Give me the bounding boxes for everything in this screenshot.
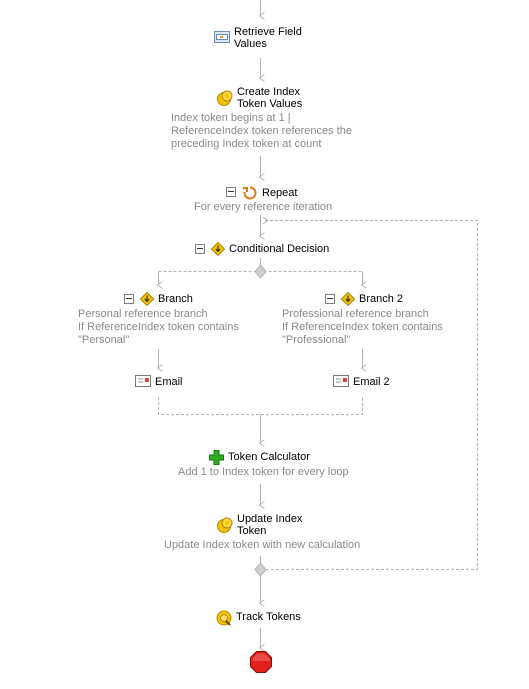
activity-title: Track Tokens (236, 611, 301, 623)
update-token-description: Update Index token with new calculation (164, 539, 361, 551)
activity-title: Conditional Decision (229, 243, 330, 255)
form-field-icon (214, 31, 230, 46)
activity-title: Branch 2 (359, 293, 404, 305)
branch-activity[interactable]: Branch (124, 291, 193, 309)
conditional-decision-activity[interactable]: Conditional Decision (195, 241, 330, 259)
activity-title: Branch (158, 293, 193, 305)
collapse-icon[interactable] (124, 294, 134, 304)
description-line: If ReferenceIndex token contains (282, 321, 443, 333)
activity-title-line2: Values (234, 38, 267, 50)
activity-title: Token Calculator (228, 451, 310, 463)
description-line: ReferenceIndex token references the (171, 125, 353, 137)
email-icon (333, 375, 349, 390)
track-token-icon (216, 610, 232, 629)
workflow-end[interactable] (250, 651, 272, 676)
description-line: Personal reference branch (78, 308, 208, 320)
description-line: Professional reference branch (282, 308, 429, 320)
email-icon (135, 375, 151, 390)
activity-title: Update Index (237, 513, 303, 525)
repeat-description: For every reference iteration (194, 201, 333, 213)
collapse-icon[interactable] (325, 294, 335, 304)
activity-title-line2: Token (237, 525, 267, 537)
branch-description: Personal reference branch If ReferenceIn… (78, 308, 239, 347)
activity-title: Create Index (237, 86, 300, 98)
collapse-icon[interactable] (226, 187, 236, 197)
branch-2-activity[interactable]: Branch 2 (325, 291, 404, 309)
decision-diamond-icon (340, 291, 356, 309)
token-calculator-description: Add 1 to Index token for every loop (178, 466, 349, 478)
email-2-activity[interactable]: Email 2 (333, 375, 390, 390)
activity-title: Repeat (262, 187, 298, 199)
description-line: Index token begins at 1 | (171, 112, 291, 124)
stop-octagon-icon (250, 651, 272, 676)
activity-title-line2: Token Values (237, 98, 303, 110)
token-coins-icon (217, 90, 233, 109)
description-line: "Professional" (282, 334, 351, 346)
description-line: "Personal" (78, 334, 130, 346)
track-tokens-activity[interactable]: Track Tokens (216, 610, 301, 629)
email-activity[interactable]: Email (135, 375, 183, 390)
activity-title: Retrieve Field (234, 26, 302, 38)
repeat-activity[interactable]: Repeat (226, 185, 297, 204)
retrieve-field-values-activity[interactable]: Retrieve Field Values (214, 26, 302, 50)
activity-title: Email 2 (353, 376, 390, 388)
activity-title: Email (155, 376, 183, 388)
branch-2-description: Professional reference branch If Referen… (282, 308, 443, 347)
description-line: preceding Index token at count (171, 138, 322, 150)
plus-calculator-icon (209, 450, 224, 468)
decision-diamond-icon (210, 241, 226, 259)
repeat-loop-icon (242, 185, 258, 204)
update-index-token-activity[interactable]: Update Index Token (217, 513, 302, 537)
create-token-description: Index token begins at 1 | ReferenceIndex… (171, 112, 352, 151)
create-index-token-values-activity[interactable]: Create Index Token Values (217, 86, 302, 110)
collapse-icon[interactable] (195, 244, 205, 254)
decision-diamond-icon (139, 291, 155, 309)
description-line: If ReferenceIndex token contains (78, 321, 239, 333)
token-coins-icon (217, 517, 233, 536)
token-calculator-activity[interactable]: Token Calculator (209, 450, 310, 468)
